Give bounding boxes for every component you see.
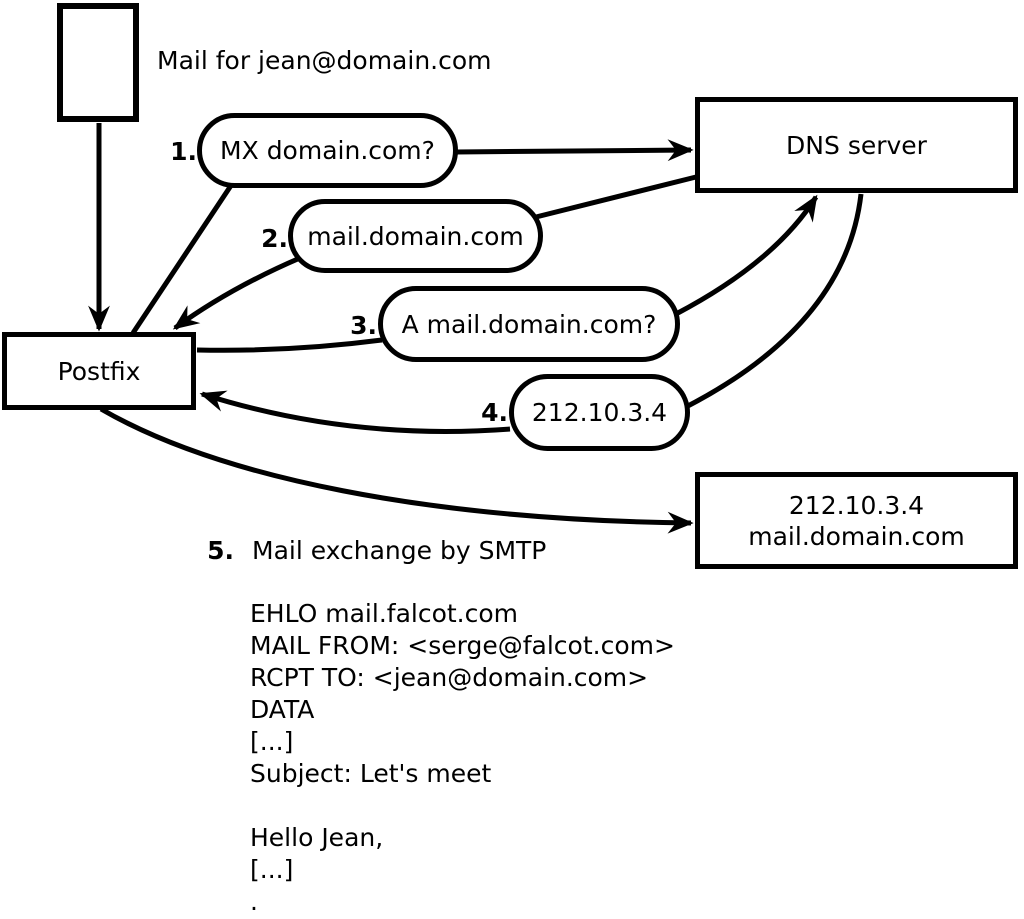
line-postfix-to-query1 — [130, 182, 235, 335]
arrow-query3-to-dns — [674, 194, 819, 317]
smtp-line: [...] — [250, 727, 294, 756]
mail-envelope-icon — [57, 3, 139, 122]
mail-for-label: Mail for jean@domain.com — [157, 46, 492, 75]
step-5-number: 5. — [207, 536, 234, 565]
smtp-line: RCPT TO: <jean@domain.com> — [250, 663, 649, 692]
step-2-number: 2. — [261, 224, 288, 253]
smtp-line: Hello Jean, — [250, 823, 384, 852]
step-3-number: 3. — [350, 311, 377, 340]
dns-server-node: DNS server — [695, 97, 1018, 193]
query-bubble-a-label: A mail.domain.com? — [401, 309, 657, 339]
query-bubble-mx: MX domain.com? — [197, 113, 458, 188]
smtp-line: Subject: Let's meet — [250, 759, 492, 788]
arrow-answer2-to-postfix — [172, 255, 301, 331]
query-bubble-a: A mail.domain.com? — [378, 286, 680, 362]
smtp-line — [250, 790, 675, 822]
smtp-line: EHLO mail.falcot.com — [250, 599, 519, 628]
step-4-number: 4. — [481, 398, 508, 427]
arrow-answer4-to-postfix — [199, 390, 511, 434]
arrow-query1-to-dns — [455, 139, 694, 162]
answer-bubble-mx-label: mail.domain.com — [307, 221, 524, 251]
line-postfix-to-query3 — [196, 337, 383, 353]
smtp-line: [...] — [250, 855, 294, 884]
answer-bubble-a-label: 212.10.3.4 — [531, 398, 668, 427]
smtp-line: DATA — [250, 695, 315, 724]
postfix-node-label: Postfix — [57, 356, 141, 386]
arrow-postfix-to-mailserver — [99, 406, 694, 534]
dns-server-label: DNS server — [786, 130, 927, 160]
line-dns-to-answer4 — [682, 193, 864, 411]
query-bubble-mx-label: MX domain.com? — [220, 136, 435, 165]
smtp-line: MAIL FROM: <serge@falcot.com> — [250, 631, 675, 660]
mailserver-node: 212.10.3.4 mail.domain.com — [695, 472, 1018, 569]
postfix-node: Postfix — [2, 332, 196, 410]
step-5-caption: Mail exchange by SMTP — [252, 536, 547, 565]
line-dns-to-answer2 — [531, 174, 697, 221]
smtp-line: . — [250, 887, 258, 916]
mailserver-host-label: mail.domain.com — [748, 521, 965, 551]
mailserver-ip-label: 212.10.3.4 — [788, 490, 925, 520]
answer-bubble-a: 212.10.3.4 — [509, 374, 690, 451]
step-1-number: 1. — [170, 137, 197, 166]
answer-bubble-mx: mail.domain.com — [288, 199, 543, 273]
